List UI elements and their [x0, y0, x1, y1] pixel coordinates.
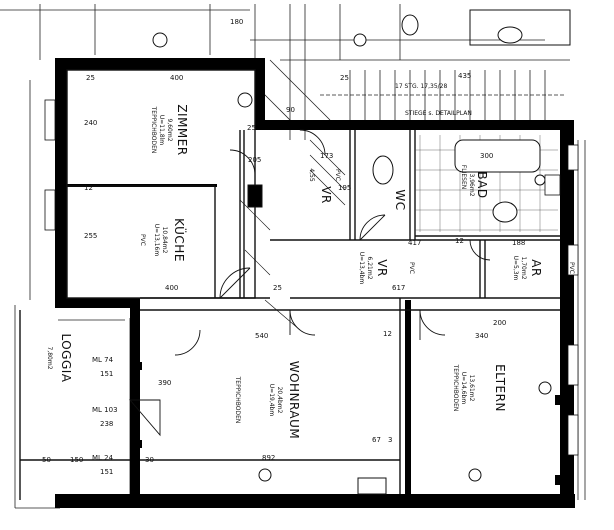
- ml-74: ML 74: [92, 356, 114, 364]
- dim-25-a: 25: [86, 74, 95, 82]
- dim-390: 390: [158, 379, 171, 387]
- walls: [55, 58, 575, 508]
- zimmer-name: ZIMMER: [175, 104, 189, 155]
- room-labels: ZIMMER 9,60m2 U=11,8lm TEPPICHBODEN KÜCH…: [46, 104, 575, 439]
- dim-50: 50: [42, 456, 51, 464]
- kueche-name: KÜCHE: [172, 218, 188, 262]
- vr-upper-floor: PVC: [334, 169, 341, 181]
- dim-400-top: 400: [170, 74, 183, 82]
- vr-lower-ceiling: U=13,4bm: [358, 252, 365, 285]
- bathtub: [454, 139, 541, 173]
- ml-24: ML 24: [92, 454, 114, 462]
- vr-upper-name: VR: [319, 186, 333, 204]
- hatching: [239, 139, 346, 331]
- ar-area: 1,70m2: [520, 256, 527, 279]
- dimension-labels: 400 400 435 25 25 25 25 240 255 12 12 12…: [42, 18, 525, 476]
- ar-name: AR: [529, 259, 543, 277]
- partitions: [19, 69, 560, 500]
- eltern-area: 13,61m2: [468, 375, 475, 402]
- vr-lower-area: 6,21m2: [366, 256, 373, 279]
- dim-30: 30: [145, 456, 154, 464]
- ar-ceiling: U=5,3m: [512, 256, 519, 281]
- stair-label: STIEGE s. DETAILPLAN: [405, 110, 472, 117]
- zimmer-area: 9,60m2: [166, 118, 173, 141]
- dim-892: 892: [262, 454, 275, 462]
- dim-200: 200: [493, 319, 506, 327]
- zimmer-ceiling: U=11,8lm: [158, 115, 165, 145]
- dim-188: 188: [512, 239, 525, 247]
- vr-upper-area: 4,55: [308, 168, 315, 182]
- dim-3: 3: [388, 436, 392, 444]
- stair-treads: [259, 59, 565, 131]
- dim-340: 340: [475, 332, 488, 340]
- dim-435: 435: [458, 72, 471, 80]
- eltern-name: ELTERN: [493, 364, 507, 412]
- dim-300: 300: [480, 152, 493, 160]
- ml-103: ML 103: [92, 406, 118, 414]
- dim-417: 417: [408, 239, 421, 247]
- cabinet: [357, 477, 387, 495]
- dim-12-a: 12: [84, 184, 93, 192]
- dim-180: 180: [230, 18, 243, 26]
- wohnraum-floor: TEPPICHBODEN: [234, 376, 241, 424]
- kueche-area: 10,84m2: [161, 227, 168, 254]
- dim-12-c: 12: [383, 330, 392, 338]
- dim-25-b: 25: [340, 74, 349, 82]
- loggia-name: LOGGIA: [59, 333, 73, 382]
- bad-name: BAD: [475, 171, 489, 198]
- dim-151-a: 151: [100, 370, 113, 378]
- vr-lower-floor: PVC: [408, 262, 415, 274]
- dim-205: 205: [248, 156, 261, 164]
- dim-400-bottom: 400: [165, 284, 178, 292]
- kueche-ceiling: U=13,16m: [153, 224, 160, 257]
- wohnraum-name: WOHNRAUM: [287, 361, 301, 440]
- dim-238: 238: [100, 420, 113, 428]
- dim-150: 150: [70, 456, 83, 464]
- stair-steps: 17 STG. 17,35/28: [395, 83, 447, 90]
- dim-540: 540: [255, 332, 268, 340]
- washbasin: [492, 201, 518, 223]
- dim-12-b: 12: [455, 237, 464, 245]
- zimmer-floor: TEPPICHBODEN: [150, 106, 157, 154]
- vr-lower-name: VR: [375, 259, 389, 277]
- kueche-floor: PVC: [139, 234, 146, 246]
- dim-617: 617: [392, 284, 405, 292]
- wohnraum-area: 20,4bm2: [276, 387, 283, 414]
- dim-255: 255: [84, 232, 97, 240]
- loggia-area: 7,80m2: [46, 346, 53, 369]
- ceiling-light-zimmer: [237, 92, 253, 108]
- wohnraum-ceiling: U=19,4bm: [268, 384, 275, 417]
- eltern-floor: TEPPICHBODEN: [452, 364, 459, 412]
- dim-173: 173: [320, 152, 333, 160]
- dim-240: 240: [84, 119, 97, 127]
- chimney: [247, 184, 263, 208]
- wc-name: WC: [393, 189, 407, 210]
- dim-25-c: 25: [273, 284, 282, 292]
- windows: [44, 99, 579, 456]
- fixtures: [152, 9, 571, 495]
- bad-floor: FLIESEN: [460, 165, 467, 189]
- dim-195: 195: [338, 184, 351, 192]
- dim-90: 90: [286, 106, 295, 114]
- door-swings: [129, 129, 491, 437]
- dim-67: 67: [372, 436, 381, 444]
- toilet: [372, 155, 394, 185]
- dim-151-b: 151: [100, 468, 113, 476]
- dim-25-d: 25: [247, 124, 256, 132]
- bad-area: 3,96m2: [468, 173, 475, 196]
- eltern-ceiling: U=14,6bm: [460, 372, 467, 405]
- ar-floor: PVC: [568, 262, 575, 274]
